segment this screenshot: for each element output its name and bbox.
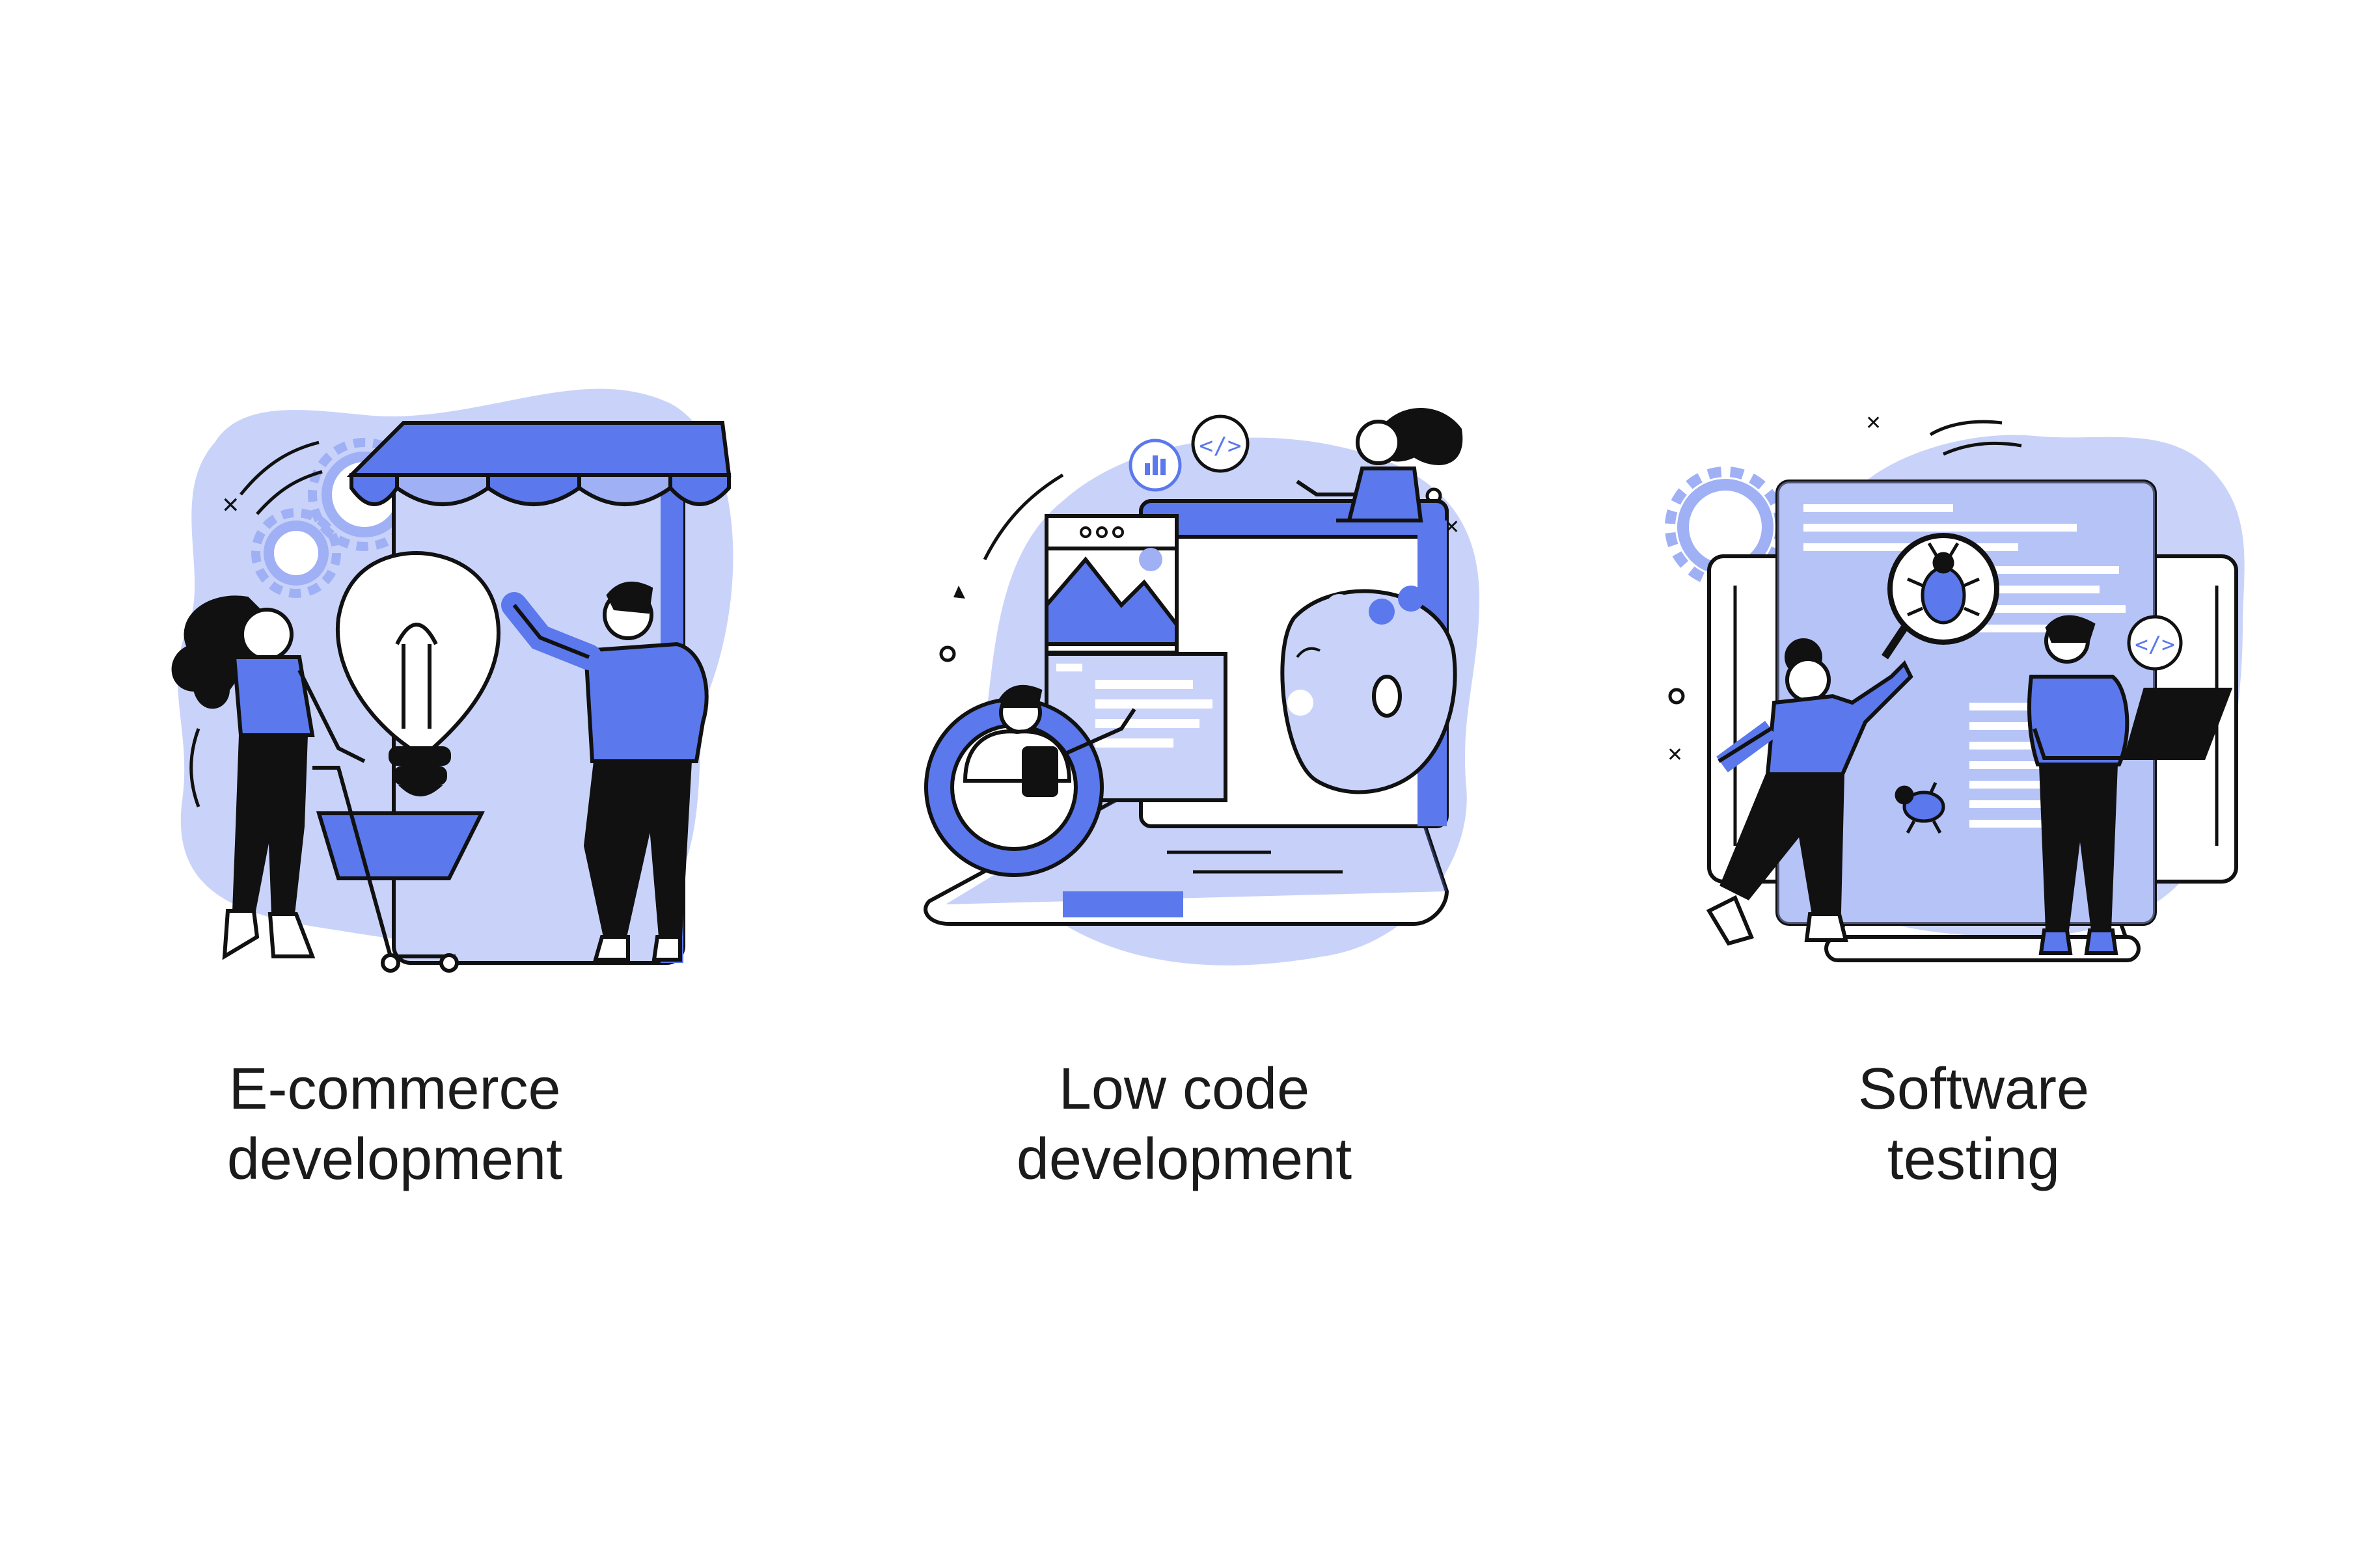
svg-text:✕: ✕ (221, 493, 240, 518)
woman-shopper (171, 595, 366, 960)
shopping-cart-icon (312, 766, 485, 973)
woman-tester (1706, 638, 1913, 946)
low-code-illustration: ✕ ✕ </> (924, 408, 1479, 966)
caption-line-2: testing (1887, 1127, 2061, 1192)
light-bulb-icon (335, 550, 501, 796)
bug-icon (1907, 542, 1980, 625)
code-lines (1803, 504, 2126, 828)
panel-caption: E-commerce development (0, 1054, 789, 1195)
panel-software-testing: ✕ ✕ (1579, 0, 2368, 1568)
panel-low-code: ✕ ✕ </> (789, 0, 1579, 1568)
man-with-tablet (963, 684, 1136, 797)
ecommerce-illustration: ✕ (171, 388, 733, 973)
chart-icon (1129, 439, 1182, 492)
shop-awning-icon (346, 421, 732, 506)
caption-line-1: E-commerce (228, 1057, 561, 1122)
svg-text:</>: </> (2135, 632, 2174, 658)
woman-on-window (1296, 408, 1463, 522)
code-tag-icon: </> (1191, 414, 1250, 473)
caption-line-1: Low code (1058, 1057, 1310, 1122)
bug-icon (1895, 781, 1945, 834)
man-with-laptop (2027, 615, 2233, 955)
panel-caption: Low code development (789, 1054, 1579, 1195)
caption-line-2: development (226, 1127, 563, 1192)
code-tag-icon: </> (2127, 615, 2183, 671)
image-card (1045, 514, 1179, 655)
caption-line-2: development (1016, 1127, 1352, 1192)
caption-line-1: Software (1857, 1057, 2090, 1122)
svg-text:</>: </> (1199, 433, 1241, 459)
svg-text:✕: ✕ (1865, 412, 1882, 434)
software-testing-illustration: ✕ ✕ (1665, 412, 2245, 962)
color-palette-icon (1280, 586, 1457, 794)
man-pointing (501, 582, 709, 962)
panel-caption: Software testing (1579, 1054, 2368, 1195)
svg-text:✕: ✕ (1667, 744, 1683, 766)
panel-ecommerce: ✕ (0, 0, 789, 1568)
